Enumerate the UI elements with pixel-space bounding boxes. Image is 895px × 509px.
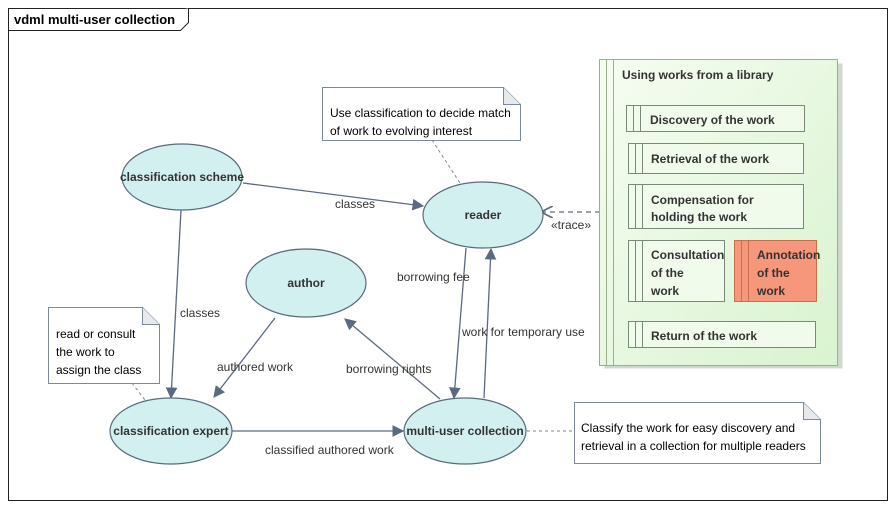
note-collection[interactable]: Classify the work for easy discovery and… [574, 402, 821, 464]
edge-classes-scheme-reader: classes [242, 182, 425, 211]
node-label: author [287, 276, 325, 290]
note-expert[interactable]: read or consult the work to assign the c… [48, 307, 160, 384]
step-retrieval[interactable]: Retrieval of the work [628, 143, 804, 174]
step-consultation[interactable]: Consultation of the work [628, 240, 725, 302]
node-classification-scheme[interactable]: classification scheme [120, 143, 244, 211]
note-connector [131, 382, 146, 401]
step-annotation[interactable]: Annotation of the work [734, 240, 821, 302]
edge-label-trace: «trace» [551, 218, 591, 232]
note-line: assign the class [56, 363, 141, 377]
step-label: Consultation [651, 248, 724, 262]
edge-label-borrowing-rights: borrowing rights [346, 362, 431, 376]
step-label: holding the work [651, 210, 747, 224]
node-label: classification expert [113, 424, 228, 438]
step-discovery[interactable]: Discovery of the work [626, 105, 805, 132]
step-label: work [756, 284, 785, 298]
step-label: Return of the work [651, 329, 757, 343]
note-connector [431, 139, 461, 184]
step-label: Compensation for [651, 193, 754, 207]
activity-using-works[interactable]: Using works from a library Discovery of … [599, 59, 843, 369]
note-reader[interactable]: Use classification to decide match of wo… [322, 87, 521, 141]
note-line: the work to [56, 345, 115, 359]
edge-label-classes: classes [180, 306, 220, 320]
step-label: of the [757, 266, 790, 280]
step-label: work [650, 284, 679, 298]
node-reader[interactable]: reader [422, 181, 544, 249]
edge-borrowing-fee: borrowing fee [397, 247, 470, 400]
edge-label-classified-authored-work: classified authored work [265, 443, 395, 457]
step-compensation[interactable]: Compensation for holding the work [628, 184, 804, 229]
edge-label-classes: classes [335, 197, 375, 211]
note-line: of work to evolving interest [330, 124, 473, 138]
edge-label-work-for-temporary-use: work for temporary use [461, 325, 585, 339]
edge-borrowing-rights: borrowing rights [344, 318, 441, 400]
node-label: multi-user collection [406, 424, 523, 438]
note-line: read or consult [56, 327, 136, 341]
step-label: Discovery of the work [650, 113, 775, 127]
diagram-title: vdml multi-user collection [14, 12, 175, 27]
node-label: classification scheme [120, 170, 244, 184]
edge-label-authored-work: authored work [217, 360, 294, 374]
edge-work-for-temporary-use: work for temporary use [461, 247, 585, 399]
note-line: retrieval in a collection for multiple r… [581, 439, 806, 453]
edge-trace: «trace» [542, 212, 600, 232]
edge-classified-authored-work: classified authored work [232, 425, 405, 457]
edge-authored-work: authored work [213, 317, 294, 398]
diagram-frame: vdml multi-user collection [8, 8, 888, 501]
step-label: Retrieval of the work [651, 152, 769, 166]
edge-classes-scheme-expert: classes [165, 209, 220, 400]
step-label: Annotation [757, 248, 820, 262]
activity-title: Using works from a library [622, 68, 774, 82]
node-multi-user-collection[interactable]: multi-user collection [403, 397, 527, 465]
note-line: Classify the work for easy discovery and [581, 421, 795, 435]
step-label: of the [651, 266, 684, 280]
step-return[interactable]: Return of the work [628, 321, 816, 348]
note-line: Use classification to decide match [330, 106, 511, 120]
edge-label-borrowing-fee: borrowing fee [397, 270, 470, 284]
node-author[interactable]: author [245, 248, 367, 318]
node-label: reader [465, 208, 502, 222]
node-classification-expert[interactable]: classification expert [109, 397, 233, 465]
